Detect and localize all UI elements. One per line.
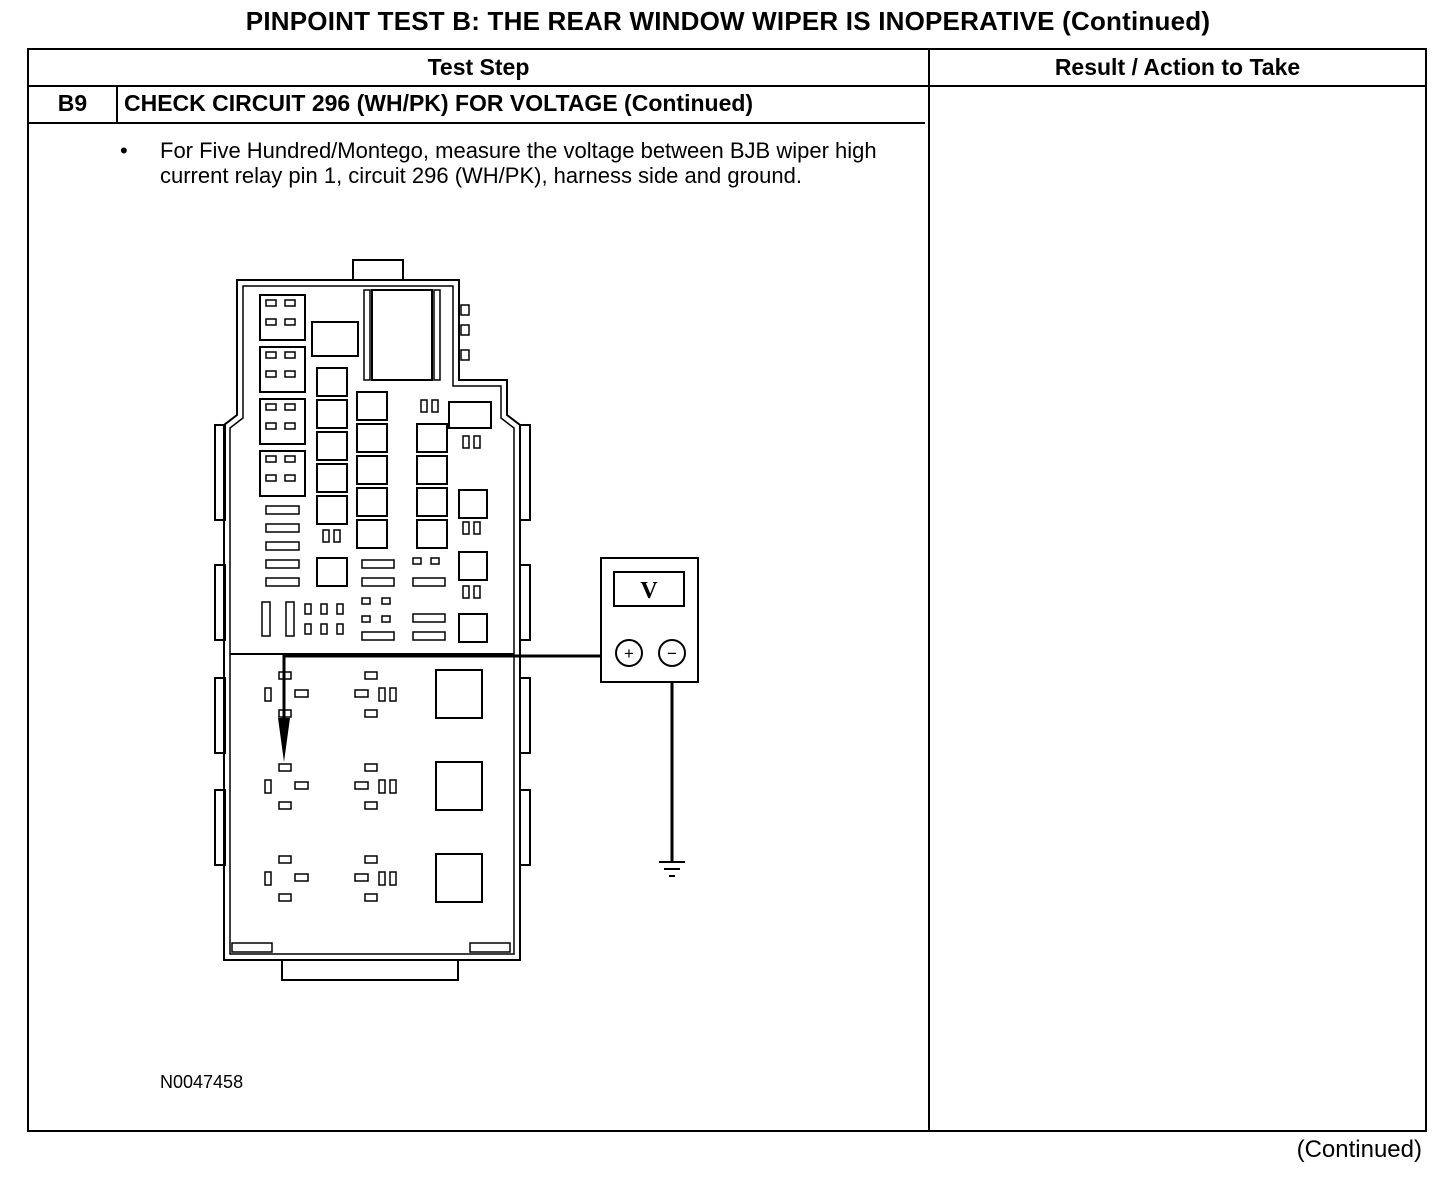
negative-probe-lead [659,670,685,877]
positive-terminal-label: + [624,644,634,663]
bjb-top-tab [352,259,404,281]
step-id: B9 [57,90,88,116]
voltmeter-display [613,571,685,607]
relay-socket-1 [435,669,483,719]
voltmeter-symbol: V [640,578,658,604]
left-clip-3 [214,677,226,754]
bjb-housing-inner [229,285,515,955]
relay-socket-3 [435,853,483,903]
step-id-divider [116,86,118,124]
right-clip-4 [519,789,531,866]
figure-id: N0047458 [160,1072,244,1092]
bjb-voltage-diagram: V + − [214,259,699,981]
step-title: CHECK CIRCUIT 296 (WH/PK) FOR VOLTAGE (C… [124,90,754,116]
step-title-divider [29,122,925,124]
square-block-top [311,321,359,357]
header-result-action: Result / Action to Take [1054,54,1301,80]
positive-terminal [615,639,643,667]
pinpoint-test-table: Test Step Result / Action to Take B9 CHE… [27,48,1427,1132]
column-divider [928,50,930,1130]
header-test-step: Test Step [427,54,530,80]
mini-relay-4 [259,450,306,497]
bullet-marker: • [120,138,128,163]
left-clip-4 [214,789,226,866]
bjb-housing-outline [223,279,521,961]
bjb-bottom-tab [281,959,459,981]
positive-probe-lead [278,654,615,762]
mini-relay-3 [259,398,306,445]
top-relay [371,289,433,381]
left-clip-2 [214,564,226,641]
negative-terminal-label: − [667,644,677,663]
page-title: PINPOINT TEST B: THE REAR WINDOW WIPER I… [245,6,1211,36]
mini-relay-1 [259,294,306,341]
relay-socket-2 [435,761,483,811]
probe-tip-icon [278,718,290,762]
right-clip-1 [519,424,531,521]
mini-relay-2 [259,346,306,393]
negative-terminal [658,639,686,667]
ground-symbol-icon [659,861,685,877]
left-clip-1 [214,424,226,521]
continued-footer: (Continued) [1296,1136,1422,1163]
step-instruction: For Five Hundred/Montego, measure the vo… [160,138,877,188]
right-clip-3 [519,677,531,754]
header-divider [29,85,1425,87]
right-clip-2 [519,564,531,641]
voltmeter-icon: V + − [600,557,699,683]
